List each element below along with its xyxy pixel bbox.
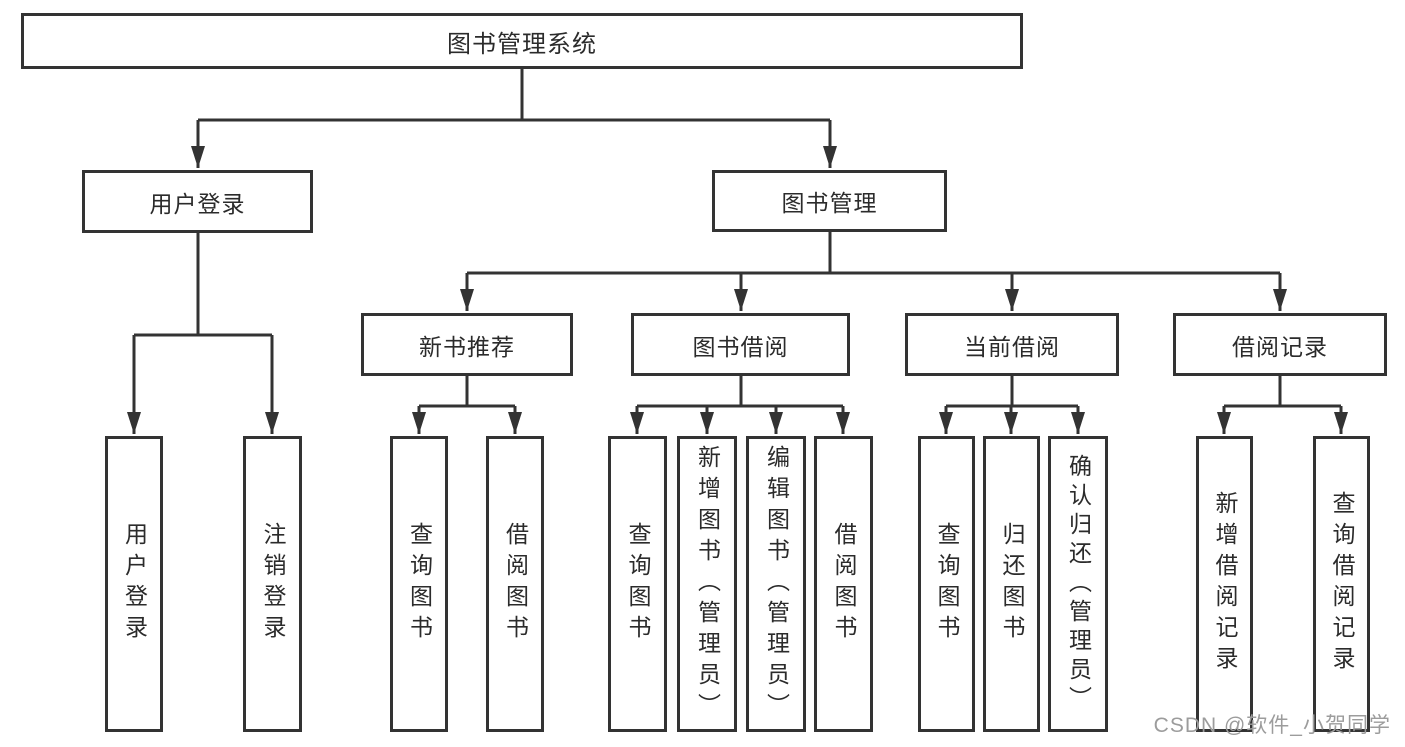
leaf-return-books: 归还图书	[983, 436, 1040, 732]
csdn-watermark: CSDN @软件_小贺同学	[1153, 714, 1391, 737]
leaf-borrow-books-2: 借阅图书	[814, 436, 873, 732]
leaf-label: 查询借阅记录	[1329, 491, 1355, 677]
leaf-label: 新增借阅记录	[1212, 491, 1238, 677]
leaf-label: 查询图书	[934, 522, 960, 646]
node-book-management: 图书管理	[712, 170, 947, 232]
leaf-label: 编辑图书（管理员）	[763, 444, 790, 724]
leaf-label: 借阅图书	[831, 522, 857, 646]
leaf-label: 借阅图书	[502, 522, 529, 646]
leaf-label: 新增图书（管理员）	[694, 444, 721, 724]
leaf-query-borrow-record: 查询借阅记录	[1313, 436, 1370, 732]
leaf-label: 查询图书	[625, 522, 651, 646]
node-root-system: 图书管理系统	[21, 13, 1023, 69]
leaf-edit-books-admin: 编辑图书（管理员）	[746, 436, 806, 732]
leaf-add-books-admin: 新增图书（管理员）	[677, 436, 737, 732]
leaf-confirm-return-admin: 确认归还（管理员）	[1048, 436, 1108, 732]
node-borrowing-records: 借阅记录	[1173, 313, 1387, 376]
node-user-login: 用户登录	[82, 170, 313, 233]
leaf-label: 确认归还（管理员）	[1065, 453, 1092, 715]
node-book-borrowing: 图书借阅	[631, 313, 850, 376]
leaf-borrow-books-1: 借阅图书	[486, 436, 544, 732]
leaf-user-login: 用户登录	[105, 436, 163, 732]
leaf-logout: 注销登录	[243, 436, 302, 732]
leaf-query-books-3: 查询图书	[918, 436, 975, 732]
leaf-add-borrow-record: 新增借阅记录	[1196, 436, 1253, 732]
leaf-label: 查询图书	[406, 522, 433, 646]
node-new-book-recommendation: 新书推荐	[361, 313, 573, 376]
node-current-borrowing: 当前借阅	[905, 313, 1119, 376]
leaf-label: 注销登录	[260, 522, 286, 646]
leaf-query-books-2: 查询图书	[608, 436, 667, 732]
leaf-query-books-1: 查询图书	[390, 436, 448, 732]
leaf-label: 用户登录	[121, 522, 148, 646]
leaf-label: 归还图书	[999, 522, 1025, 646]
